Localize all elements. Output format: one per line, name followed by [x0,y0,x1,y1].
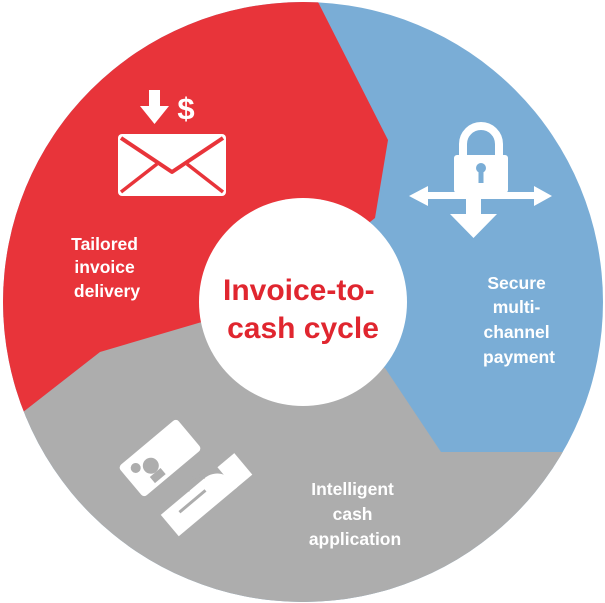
padlock-shackle-icon [459,122,503,158]
download-arrow-shaft-icon [149,90,160,107]
envelope-fold-right-icon [185,162,225,194]
envelope-download-dollar-icon: $ [118,90,226,196]
label-payment: Secure multi- channel payment [483,273,555,367]
label-cash-application: Intelligent cash application [309,479,401,549]
center-title-line-2: cash cycle [227,312,379,345]
cash-bill-icon [119,419,201,497]
label-cash-application-line-3: application [309,529,401,549]
envelope-flap-icon [119,136,225,174]
hand-holding-cash-icon [119,419,253,537]
label-cash-application-line-2: cash [333,504,373,524]
label-payment-line-1: Secure [487,273,546,293]
arrow-down-head-icon [450,214,497,238]
keyhole-slot-icon [478,170,484,183]
arrow-bar-icon [426,192,538,199]
segment-invoice-delivery [3,2,388,430]
label-invoice-delivery-line-2: invoice [74,257,135,277]
center-circle [199,198,407,406]
padlock-arrows-icon [409,122,552,238]
arrow-left-icon [409,186,428,206]
segment-cash-application [3,265,603,602]
center-title: Invoice-to- cash cycle [223,274,383,345]
envelope-body-icon [118,134,226,196]
center-title-line-1: Invoice-to- [223,274,375,307]
arrow-right-icon [534,186,552,206]
arrow-down-shaft-icon [466,199,481,215]
label-cash-application-line-1: Intelligent [311,479,394,499]
label-invoice-delivery: Tailored invoice delivery [71,234,143,301]
envelope-fold-left-icon [119,162,159,194]
label-payment-line-3: channel [483,322,549,342]
hand-icon [160,453,253,537]
label-invoice-delivery-line-3: delivery [74,281,140,301]
label-invoice-delivery-line-1: Tailored [71,234,138,254]
download-arrow-head-icon [140,106,169,124]
label-payment-line-4: payment [483,347,555,367]
label-payment-line-2: multi- [493,297,541,317]
dollar-sign-icon: $ [177,91,194,126]
